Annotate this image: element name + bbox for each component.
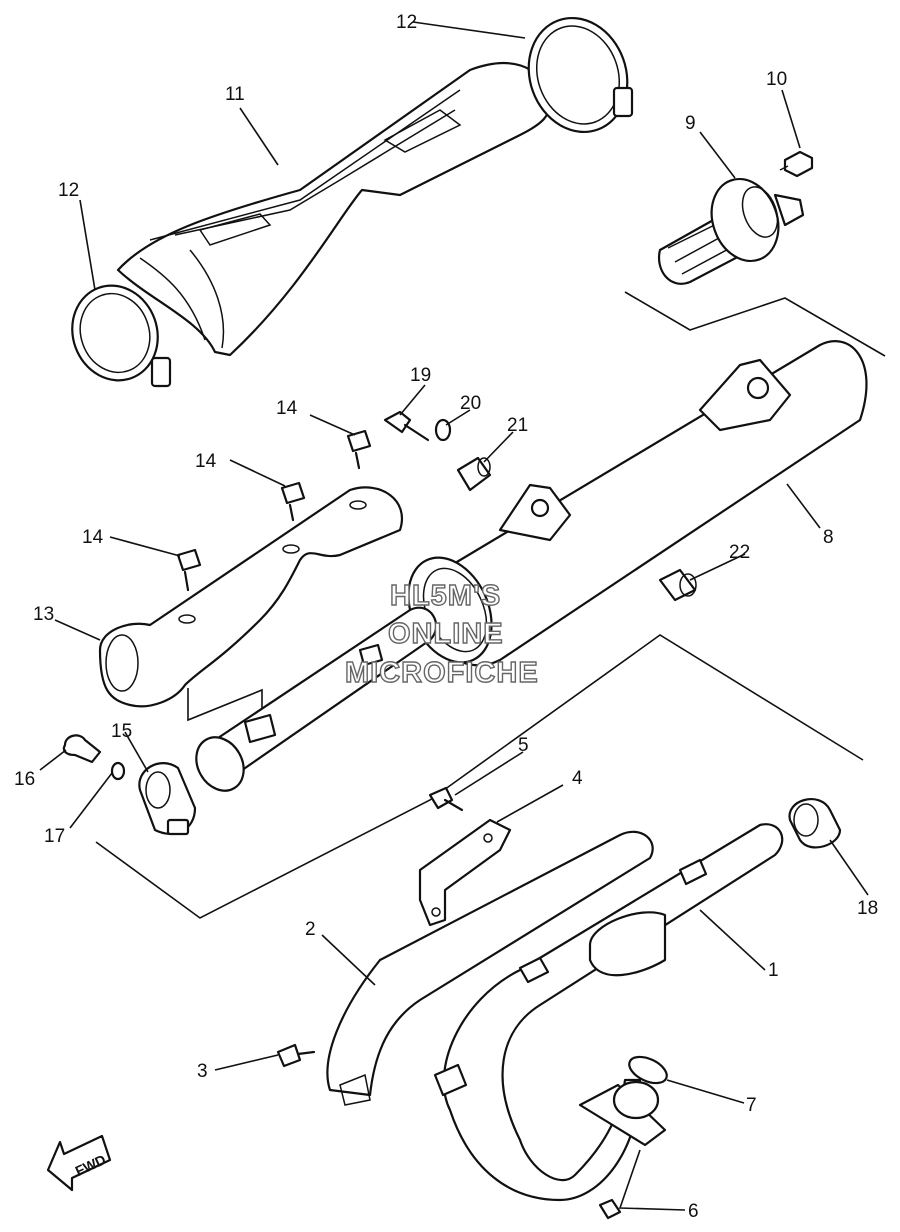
callout-9: 9	[685, 113, 696, 134]
callout-22: 22	[729, 542, 750, 563]
callout-11: 11	[225, 84, 245, 105]
callout-17: 17	[44, 826, 65, 847]
callout-14-mid: 14	[195, 451, 217, 472]
bolt-5	[428, 786, 464, 812]
bolt-14-b	[280, 481, 306, 522]
bolt-10	[779, 150, 814, 178]
joint-18	[788, 798, 842, 849]
clamp-band-left	[71, 284, 172, 388]
callout-14-low: 14	[82, 527, 104, 548]
callout-12-top: 12	[396, 12, 417, 33]
washer-17	[110, 761, 126, 781]
muffler-body	[407, 340, 868, 667]
spark-arrester	[657, 177, 805, 285]
callout-20: 20	[460, 393, 481, 414]
callout-6: 6	[688, 1201, 699, 1222]
callout-1: 1	[768, 960, 779, 981]
bolt-14-c	[346, 429, 372, 470]
muffler-inlet-pipe	[195, 606, 438, 792]
bolt-14-a	[176, 548, 202, 592]
watermark-line2: ONLINE	[388, 618, 504, 650]
bracket-4	[418, 818, 512, 927]
nut-6	[598, 1198, 622, 1220]
bolt-3	[276, 1043, 316, 1068]
heat-protector-upper	[116, 62, 551, 357]
assembly-guide-lower	[95, 634, 864, 919]
watermark-line1: HL5M'S	[390, 580, 501, 612]
bolt-16	[62, 734, 102, 764]
callout-labels: 12 11 10 9 12 19 20 21 14 14 14 8 22 13 …	[14, 12, 878, 1222]
callout-7: 7	[746, 1095, 757, 1116]
collar-22	[658, 568, 697, 602]
callout-4: 4	[572, 768, 583, 789]
watermark: HL5M'S ONLINE MICROFICHE	[344, 579, 539, 689]
leader-lines	[39, 21, 869, 1211]
assembly-guide-tailpipe	[187, 688, 263, 722]
callout-16: 16	[14, 769, 35, 790]
callout-13: 13	[33, 604, 54, 625]
callout-12-left: 12	[58, 180, 79, 201]
watermark-line3: MICROFICHE	[345, 657, 539, 689]
callout-18: 18	[857, 898, 878, 919]
forward-direction-arrow: FWD	[46, 1134, 112, 1192]
callout-10: 10	[766, 69, 787, 90]
callout-19: 19	[410, 365, 431, 386]
callout-3: 3	[197, 1061, 208, 1082]
callout-15: 15	[111, 721, 132, 742]
bolt-19	[383, 410, 430, 442]
clamp-15	[138, 762, 197, 836]
clamp-band-right	[527, 16, 634, 134]
heat-protector-lower	[98, 486, 403, 708]
callout-2: 2	[305, 919, 316, 940]
exhaust-flange	[578, 1080, 667, 1147]
assembly-guide-upper	[624, 291, 886, 357]
callout-14-top: 14	[276, 398, 298, 419]
callout-8: 8	[823, 527, 834, 548]
grommet-21	[456, 456, 492, 492]
exhaust-pipe	[326, 823, 784, 1202]
gasket-7	[628, 1055, 668, 1085]
callout-5: 5	[518, 735, 529, 756]
callout-21: 21	[507, 415, 528, 436]
